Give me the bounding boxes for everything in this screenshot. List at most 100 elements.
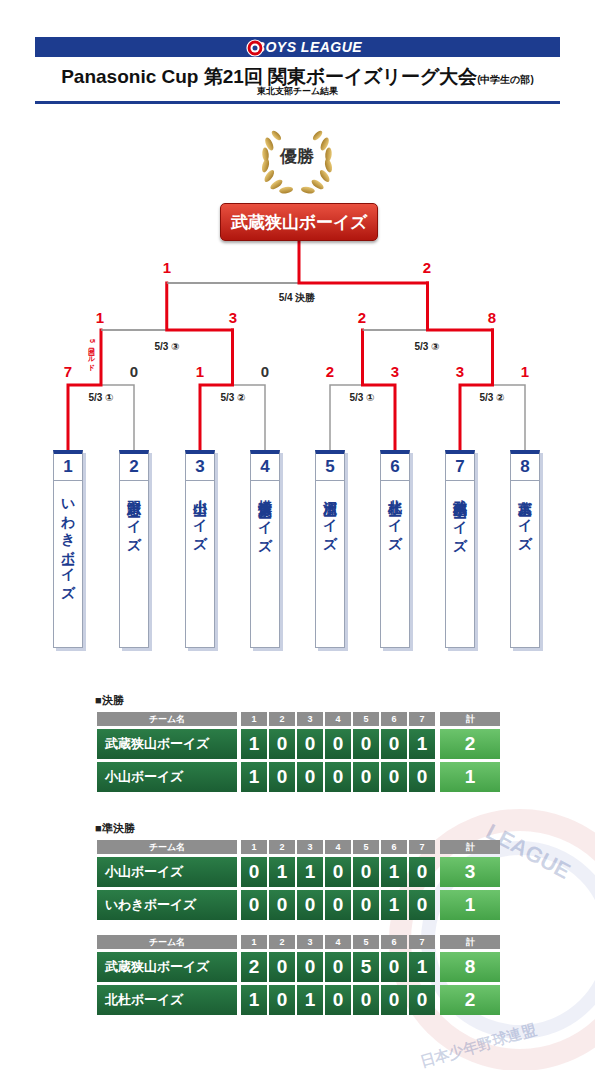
inning-cell: 0 xyxy=(297,729,323,759)
team-number: 4 xyxy=(251,454,279,481)
match-date: 5/3 ③ xyxy=(414,341,439,352)
team-name-cell: 小山ボーイズ xyxy=(97,762,237,792)
header-rule xyxy=(35,101,560,104)
watermark-ring xyxy=(428,848,595,1032)
bracket-segment xyxy=(101,283,167,330)
laurel-leaf xyxy=(310,178,325,191)
score: 1 xyxy=(96,310,104,327)
inning-cell: 0 xyxy=(381,762,407,792)
inning-cell: 0 xyxy=(297,952,323,982)
team-box: 2 習志野ボーイズ xyxy=(119,450,149,648)
table-header-cell: 2 xyxy=(269,840,295,854)
bracket-line xyxy=(101,241,299,450)
bracket-segment xyxy=(460,330,493,450)
table-header-cell: 2 xyxy=(269,712,295,726)
bracket-segment xyxy=(233,330,266,450)
table-header-cell: チーム名 xyxy=(97,840,237,854)
bracket-segment xyxy=(363,330,396,450)
team-name-cell: 北杜ボーイズ xyxy=(97,985,237,1015)
title-bar: Panasonic Cup 第21回 関東ボーイズリーグ大会(中学生の部) xyxy=(0,64,595,88)
team-number: 5 xyxy=(316,454,344,481)
inning-cell: 0 xyxy=(269,762,295,792)
score: 0 xyxy=(261,364,269,381)
bracket-segment xyxy=(68,330,101,450)
inning-cell: 0 xyxy=(269,952,295,982)
bracket-segment xyxy=(299,241,428,283)
score: 2 xyxy=(326,364,334,381)
table-header-cell: 3 xyxy=(297,935,323,949)
inning-cell: 1 xyxy=(241,729,267,759)
score: 1 xyxy=(521,364,529,381)
inning-cell: 0 xyxy=(297,890,323,920)
inning-cell: 0 xyxy=(381,985,407,1015)
title-suffix: (中学生の部) xyxy=(477,73,534,87)
inning-cell: 0 xyxy=(269,729,295,759)
team-name-cell: 武蔵狭山ボーイズ xyxy=(97,952,237,982)
bracket-segment xyxy=(299,241,428,283)
table-caption: ■準決勝 xyxy=(95,821,135,836)
bracket-segment xyxy=(101,283,167,330)
watermark-emblem xyxy=(370,790,595,1070)
inning-cell: 0 xyxy=(269,985,295,1015)
bracket-segment xyxy=(167,283,233,330)
team-name: 鹿沼ボーイズ xyxy=(321,489,339,543)
team-name: いわきボーイズ xyxy=(59,489,77,592)
inning-cell: 0 xyxy=(325,857,351,887)
bracket-segment xyxy=(167,241,299,283)
table-header-cell: 6 xyxy=(381,840,407,854)
score: 3 xyxy=(391,364,399,381)
table-header-cell: 計 xyxy=(440,935,500,949)
total-cell: 3 xyxy=(440,857,500,887)
bracket-segment xyxy=(363,283,428,330)
score: 2 xyxy=(358,310,366,327)
bracket-segment xyxy=(167,241,299,283)
table-header-cell: チーム名 xyxy=(97,935,237,949)
bracket-segment xyxy=(363,283,428,330)
inning-cell: 0 xyxy=(353,890,379,920)
bracket-segment xyxy=(101,330,134,450)
match-date: 5/3 ① xyxy=(88,392,113,403)
inning-cell: 0 xyxy=(353,857,379,887)
team-number: 1 xyxy=(54,454,82,481)
team-name-cell: 武蔵狭山ボーイズ xyxy=(97,729,237,759)
inning-cell: 1 xyxy=(381,857,407,887)
logo-inner xyxy=(251,44,260,53)
inning-cell: 1 xyxy=(409,952,435,982)
team-box: 5 鹿沼ボーイズ xyxy=(315,450,345,648)
inning-cell: 0 xyxy=(269,890,295,920)
team-name: 習志野ボーイズ xyxy=(125,489,143,544)
laurel-leaf xyxy=(325,147,333,162)
team-name-cell: いわきボーイズ xyxy=(97,890,237,920)
total-cell: 2 xyxy=(440,729,500,759)
laurel-leaf xyxy=(270,129,282,141)
bracket-segment xyxy=(167,283,233,330)
inning-cell: 1 xyxy=(409,729,435,759)
inning-cell: 0 xyxy=(325,985,351,1015)
inning-cell: 0 xyxy=(409,857,435,887)
team-number: 7 xyxy=(446,454,474,481)
table-header-cell: 7 xyxy=(409,712,435,726)
inning-cell: 5 xyxy=(353,952,379,982)
inning-cell: 2 xyxy=(241,952,267,982)
inning-cell: 0 xyxy=(409,762,435,792)
bracket-segment xyxy=(299,241,428,283)
bracket-line xyxy=(299,241,428,450)
score: 3 xyxy=(456,364,464,381)
inning-cell: 1 xyxy=(241,985,267,1015)
champion-heading: 優勝 xyxy=(280,148,314,167)
score: 3 xyxy=(229,310,237,327)
subtitle: 東北支部チーム結果 xyxy=(257,87,338,97)
bracket-segment xyxy=(299,241,428,283)
team-box: 3小山ボーイズ xyxy=(185,450,215,648)
laurel-leaf xyxy=(300,186,315,195)
bracket-segment xyxy=(428,283,493,330)
team-name-cell: 小山ボーイズ xyxy=(97,857,237,887)
laurel-leaf xyxy=(279,186,294,195)
team-number: 2 xyxy=(120,454,148,481)
header-band: BOYS LEAGUE xyxy=(35,37,560,57)
bracket-line xyxy=(167,241,299,450)
match-date: 5/3 ② xyxy=(479,392,504,403)
table-caption: ■決勝 xyxy=(95,693,124,708)
table-header-cell: 2 xyxy=(269,935,295,949)
